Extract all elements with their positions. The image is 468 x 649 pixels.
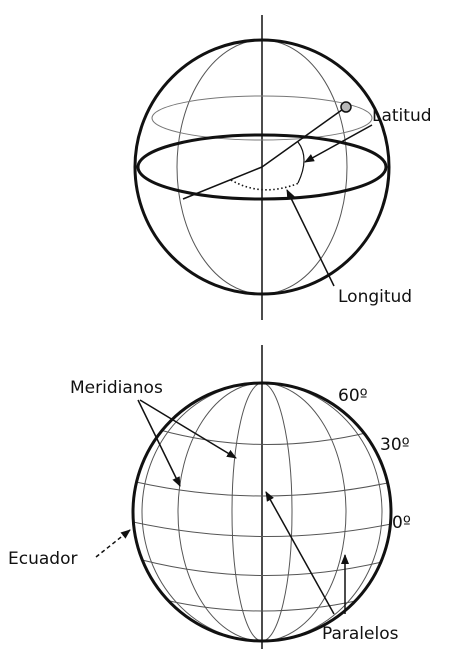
degree-label-0: 0º	[392, 513, 411, 533]
equator-leader	[96, 530, 130, 557]
top-globe: Latitud Longitud	[135, 15, 432, 320]
meridian-arrow	[138, 400, 180, 486]
parallels-label: Paralelos	[322, 624, 399, 644]
bottom-globe: Meridianos Ecuador Paralelos 60º 30º 0º	[8, 345, 411, 649]
latitude-arrow	[305, 125, 372, 162]
latitude-angle-arc	[298, 142, 304, 183]
meridians-label: Meridianos	[70, 378, 163, 398]
degree-label-60: 60º	[338, 386, 368, 406]
meridian-arrow	[140, 400, 236, 458]
longitude-label: Longitud	[338, 287, 412, 307]
longitude-dotted-arc	[231, 180, 299, 190]
degree-label-30: 30º	[380, 435, 410, 455]
top-equator-radius	[183, 167, 262, 199]
point-marker	[341, 102, 351, 112]
equator-label: Ecuador	[8, 549, 77, 569]
parallel-line	[136, 482, 392, 496]
latitude-label: Latitud	[372, 106, 432, 126]
parallel-arrow	[266, 492, 334, 614]
